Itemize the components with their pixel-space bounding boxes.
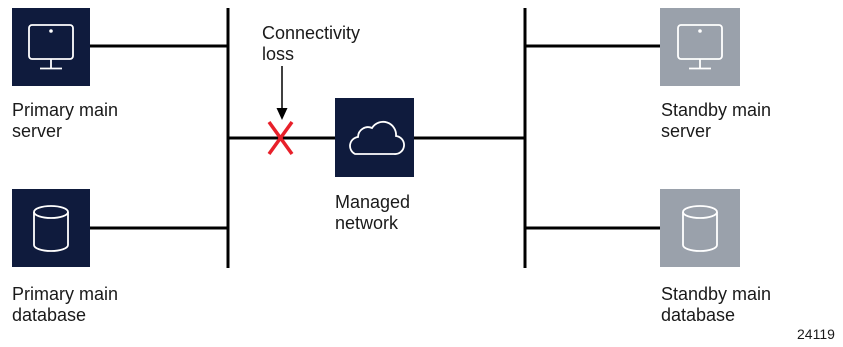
primary-server-label: Primary main server xyxy=(12,100,119,141)
figure-id: 24119 xyxy=(797,326,835,342)
database-icon xyxy=(682,205,718,252)
primary-database-tile xyxy=(12,189,90,267)
x-mark-icon xyxy=(267,120,294,156)
cloud-icon xyxy=(349,121,405,155)
standby-database-tile xyxy=(660,189,740,267)
connectivity-loss-label: Connectivity loss xyxy=(262,23,361,64)
managed-network-label: Managed network xyxy=(335,192,411,233)
standby-database-label: Standby main database xyxy=(661,284,772,325)
primary-server-tile xyxy=(12,8,90,86)
connectivity-loss-arrow xyxy=(276,66,288,120)
database-icon xyxy=(33,205,69,252)
primary-database-label: Primary main database xyxy=(12,284,119,325)
monitor-icon xyxy=(28,24,74,70)
standby-server-tile xyxy=(660,8,740,86)
standby-server-label: Standby main server xyxy=(661,100,772,141)
managed-network-tile xyxy=(335,98,414,177)
monitor-icon xyxy=(677,24,723,70)
